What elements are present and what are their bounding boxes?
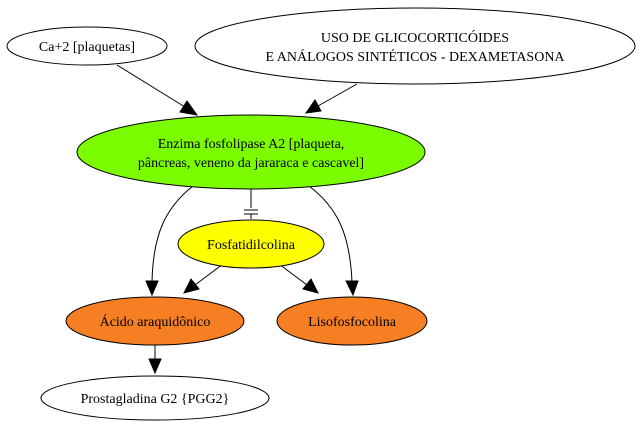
node-phospholipase-label-line-2: pâncreas, veneno da jararaca e cascavel] [138, 156, 364, 171]
node-lysophosphocholine-label: Lisofosfocolina [308, 315, 397, 330]
edge-phospholipase-to-arachidonic [145, 185, 194, 297]
edges-layer [116, 64, 359, 375]
node-arachidonic: Ácido araquidônico [65, 296, 245, 346]
node-prostaglandin-label: Prostagladina G2 {PGG2} [81, 392, 230, 407]
edge-calcium-to-phospholipase [116, 64, 199, 116]
node-prostaglandin: Prostagladina G2 {PGG2} [40, 375, 270, 421]
node-phospholipase-shape [76, 114, 426, 190]
edge-arachidonic-to-prostaglandin [148, 344, 162, 375]
node-phosphatidylcholine-shape [177, 219, 325, 269]
edge-glucocorticoids-to-phospholipase [304, 83, 358, 114]
node-glucocorticoids-shape [194, 7, 636, 85]
node-arachidonic-shape [65, 296, 245, 346]
node-calcium: Ca+2 [plaquetas] [6, 26, 168, 66]
node-phospholipase-label-line-1: Enzima fosfolipase A2 [plaqueta, [158, 137, 345, 152]
edge-phospholipase-to-lysophosphocholine [308, 185, 359, 297]
node-lysophosphocholine: Lisofosfocolina [276, 296, 428, 346]
node-phospholipase: Enzima fosfolipase A2 [plaqueta, pâncrea… [76, 114, 426, 190]
node-calcium-label: Ca+2 [plaquetas] [39, 40, 135, 55]
node-glucocorticoids-label-line-2: E ANÁLOGOS SINTÉTICOS - DEXAMETASONA [265, 48, 565, 65]
node-lysophosphocholine-shape [276, 296, 428, 346]
edge-phospholipase-tee-phosphatidylcholine [244, 188, 258, 219]
node-glucocorticoids-label-line-1: USO DE GLICOCORTICÓIDES [321, 29, 509, 46]
node-glucocorticoids: USO DE GLICOCORTICÓIDES E ANÁLOGOS SINTÉ… [194, 7, 636, 85]
node-prostaglandin-shape [40, 375, 270, 421]
edge-phosphatidylcholine-to-arachidonic [183, 263, 224, 294]
node-arachidonic-label: Ácido araquidônico [100, 313, 211, 330]
edge-phosphatidylcholine-to-lysophosphocholine [278, 263, 319, 294]
node-phosphatidylcholine: Fosfatidilcolina [177, 219, 325, 269]
node-calcium-shape [6, 26, 168, 66]
nodes-layer: Ca+2 [plaquetas] USO DE GLICOCORTICÓIDES… [6, 7, 636, 421]
node-phosphatidylcholine-label: Fosfatidilcolina [207, 238, 296, 253]
